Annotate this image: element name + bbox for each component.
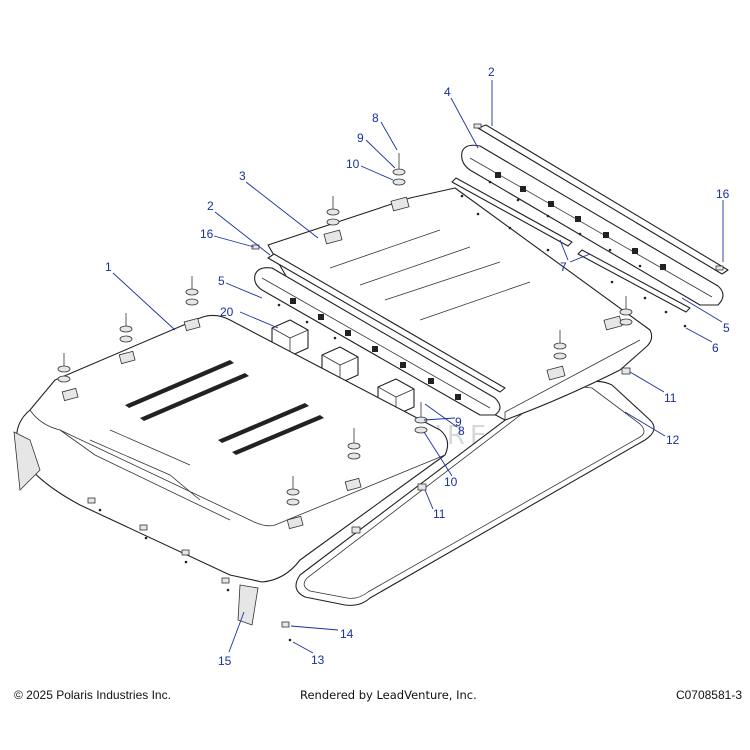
callout-15: 15 [218, 654, 232, 668]
callout-1: 1 [105, 260, 112, 274]
callout-5: 5 [723, 321, 730, 335]
part-front-roof-panel [13, 314, 449, 626]
part-trim-strip-top [473, 123, 729, 275]
callout-8: 8 [372, 111, 379, 125]
copyright-notice: © 2025 Polaris Industries Inc. [14, 688, 171, 702]
callout-labels: 2 4 8 9 10 3 16 2 16 1 7 5 20 5 6 11 8 9… [105, 65, 730, 668]
callout-10: 10 [444, 475, 458, 489]
callout-12: 12 [666, 433, 680, 447]
rendered-by-credit: Rendered by LeadVenture, Inc. [300, 688, 477, 702]
callout-13: 13 [311, 653, 325, 667]
callout-5: 5 [218, 274, 225, 288]
part-right-side-rail [461, 144, 724, 306]
callout-4: 4 [444, 85, 451, 99]
callout-11: 11 [433, 507, 446, 521]
part-trim-strip-left [267, 253, 506, 393]
callout-14: 14 [340, 627, 354, 641]
part-rail-trim-strips [451, 177, 691, 313]
callout-16: 16 [200, 227, 214, 241]
fasteners [57, 153, 687, 642]
document-number: C0708581-3 [675, 688, 742, 702]
callout-10: 10 [346, 157, 360, 171]
part-rear-roof-panel [267, 187, 653, 421]
callout-3: 3 [239, 169, 246, 183]
callout-20: 20 [220, 305, 234, 319]
callout-16: 16 [716, 187, 730, 201]
callout-9: 9 [455, 415, 462, 429]
callout-8: 8 [458, 424, 465, 438]
part-left-side-rail [254, 267, 501, 416]
callout-6: 6 [712, 341, 719, 355]
callout-7: 7 [560, 260, 567, 274]
leader-lines [112, 80, 724, 654]
callout-11: 11 [664, 391, 677, 405]
callout-9: 9 [357, 131, 364, 145]
callout-2: 2 [207, 199, 214, 213]
callout-2: 2 [488, 65, 495, 79]
